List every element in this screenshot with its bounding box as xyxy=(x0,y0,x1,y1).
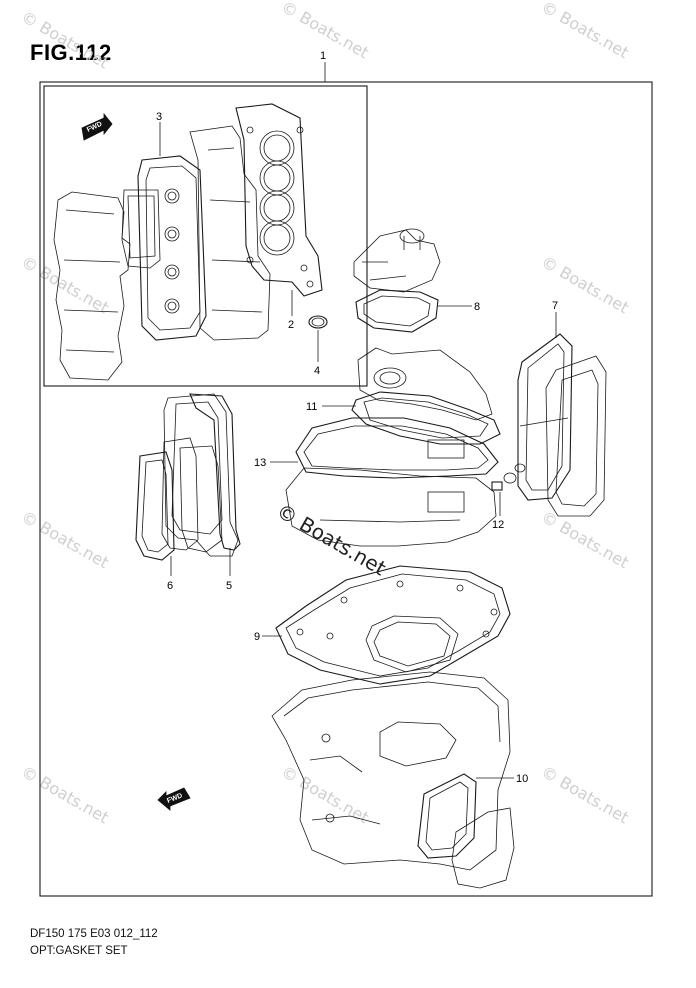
callout-4: 4 xyxy=(314,365,320,377)
exhaust-plate-gasket-part-6 xyxy=(135,451,175,561)
callout-6: 6 xyxy=(167,580,173,592)
watermark-text: © Boats.net xyxy=(278,762,372,827)
figure-code: DF150 175 E03 012_112 xyxy=(30,928,158,940)
watermark-text: © Boats.net xyxy=(18,7,112,72)
head-gasket-group-box xyxy=(43,85,368,387)
water-housing xyxy=(353,228,441,293)
callout-13: 13 xyxy=(254,457,266,469)
callout-11: 11 xyxy=(306,401,317,413)
watermark-text: © Boats.net xyxy=(538,507,632,572)
exhaust-cover-outer xyxy=(163,393,239,557)
callout-2: 2 xyxy=(288,319,294,331)
cylinder-head xyxy=(189,125,271,341)
small-seal-part-12 xyxy=(491,463,526,491)
housing-cover-gasket-part-10 xyxy=(417,773,477,859)
o-ring-part-4 xyxy=(308,315,328,329)
housing-gasket-part-8 xyxy=(355,289,439,333)
oil-pan xyxy=(285,467,497,547)
figure-description: OPT:GASKET SET xyxy=(30,945,128,957)
callout-7: 7 xyxy=(552,300,558,312)
callout-10: 10 xyxy=(516,773,528,785)
exhaust-cover-gasket-part-5 xyxy=(189,393,241,551)
outer-frame xyxy=(39,81,653,897)
watermark-text: © Boats.net xyxy=(18,252,112,317)
oil-pan-gasket-part-13 xyxy=(295,417,499,479)
watermark-text: © Boats.net xyxy=(538,0,632,62)
watermark-center-text: © Boats.net xyxy=(273,499,391,581)
callout-8: 8 xyxy=(474,301,480,313)
callout-9: 9 xyxy=(254,631,260,643)
callout-1: 1 xyxy=(320,50,326,62)
right-side-cover xyxy=(545,355,607,517)
driveshaft-housing xyxy=(271,671,511,871)
figure-title: FIG.112 xyxy=(30,40,112,65)
fwd-arrow-upper: FWD xyxy=(81,112,113,141)
right-cover-gasket-part-7 xyxy=(517,333,573,501)
housing-side-cover xyxy=(451,807,515,889)
cylinder-block-left xyxy=(53,191,131,381)
driveshaft-housing-gasket-part-9 xyxy=(275,565,511,685)
cam-cover-gasket xyxy=(137,155,207,341)
head-gasket xyxy=(235,103,323,297)
watermark-text: © Boats.net xyxy=(538,762,632,827)
oil-pan-gasket-part-11 xyxy=(351,391,501,445)
callout-12: 12 xyxy=(492,519,504,531)
fwd-arrow-lower: FWD xyxy=(157,787,191,811)
callout-3: 3 xyxy=(156,111,162,123)
callout-5: 5 xyxy=(226,580,232,592)
watermark-text: © Boats.net xyxy=(18,762,112,827)
watermark-text: © Boats.net xyxy=(18,507,112,572)
exhaust-plate-inner xyxy=(161,437,223,553)
side-cover-plate xyxy=(121,189,161,269)
engine-holder-plate xyxy=(357,347,493,421)
